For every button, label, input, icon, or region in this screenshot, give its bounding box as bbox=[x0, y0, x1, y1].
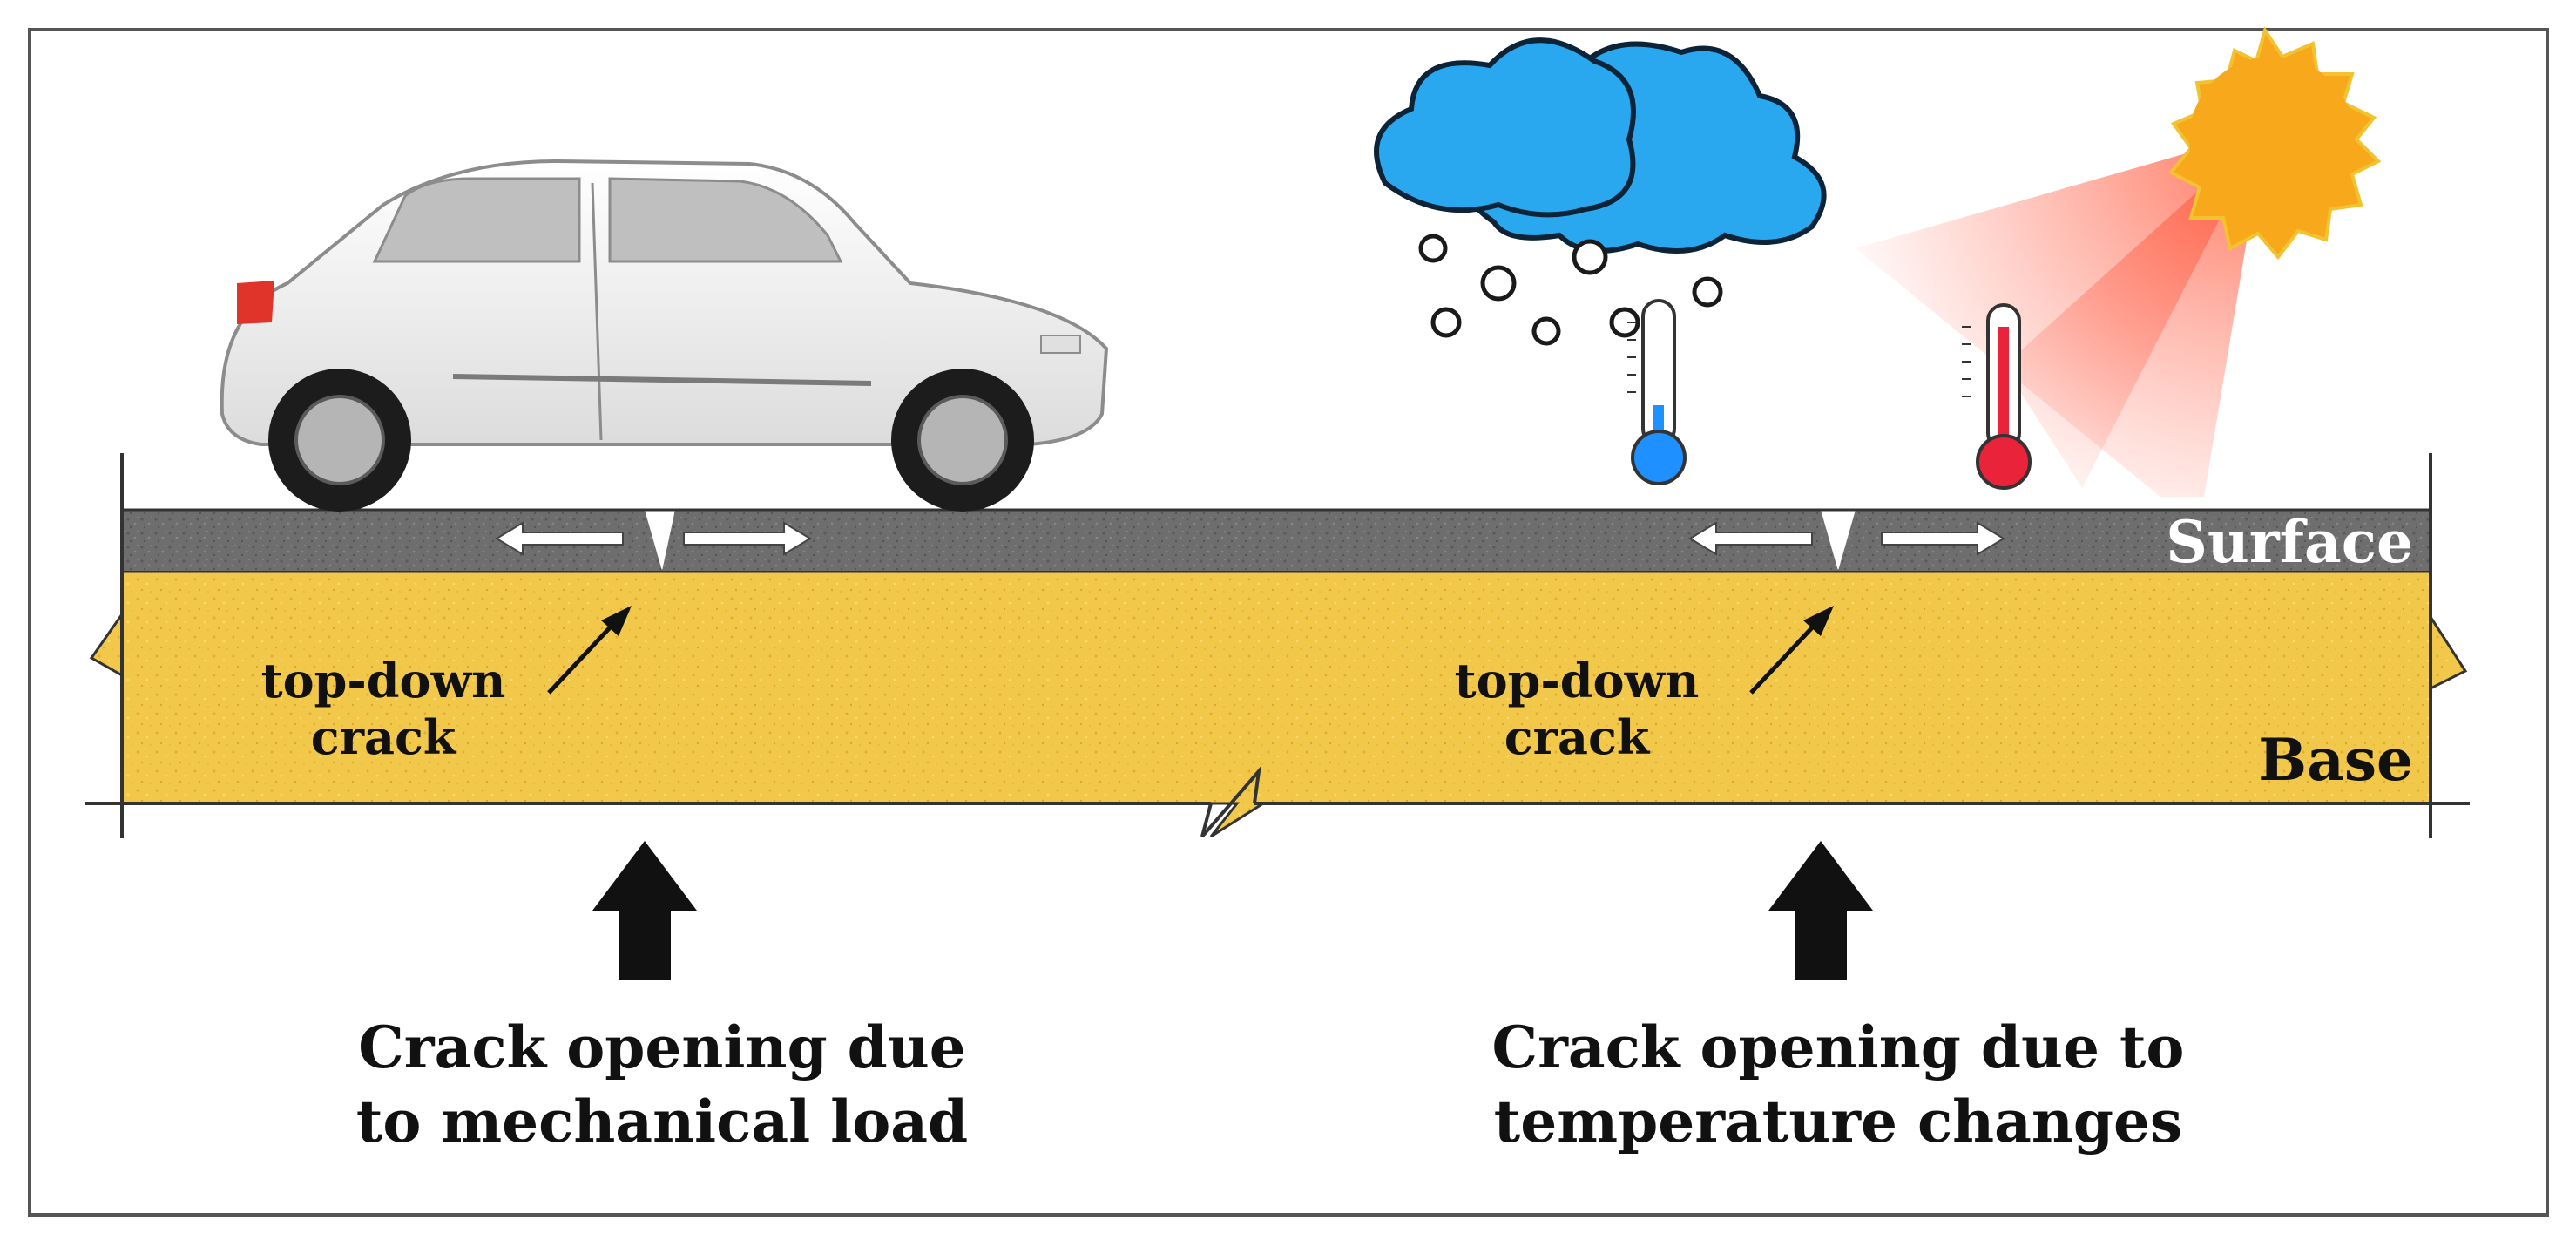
arrow-right-icon bbox=[1881, 521, 2005, 556]
ground-line bbox=[85, 453, 2470, 838]
car-icon bbox=[220, 159, 1109, 512]
right-opening-arrows bbox=[1688, 521, 2005, 556]
surface-layer bbox=[122, 508, 2431, 571]
thermal-caption-line1: Crack opening due to bbox=[1492, 1013, 2185, 1081]
arrow-right-icon bbox=[683, 521, 812, 556]
left-crack-label-line1: top-down bbox=[261, 653, 506, 708]
mechanical-caption-line2: to mechanical load bbox=[356, 1088, 968, 1156]
right-crack-label-line2: crack bbox=[1504, 709, 1651, 765]
sun-icon bbox=[1856, 26, 2382, 497]
base-layer bbox=[89, 569, 2468, 838]
thermometer-hot-icon bbox=[1962, 303, 2032, 490]
right-crack-annotation: top-down crack bbox=[1455, 606, 1834, 765]
surface-label: Surface bbox=[2166, 508, 2413, 576]
up-arrow-icon bbox=[1768, 841, 1873, 980]
cloud-icon bbox=[1374, 37, 1827, 254]
thermometer-cold-icon bbox=[1627, 299, 1687, 485]
right-crack-label-line1: top-down bbox=[1455, 653, 1700, 708]
pointer-arrow-icon bbox=[1749, 621, 1818, 695]
left-opening-arrows bbox=[495, 521, 812, 556]
up-arrow-icon bbox=[592, 841, 697, 980]
thermal-caption-line2: temperature changes bbox=[1494, 1088, 2182, 1156]
mechanical-caption-line1: Crack opening due bbox=[358, 1013, 965, 1081]
arrow-left-icon bbox=[495, 521, 624, 556]
pointer-arrow-icon bbox=[547, 621, 616, 695]
left-crack-annotation: top-down crack bbox=[261, 606, 632, 765]
left-crack-label-line2: crack bbox=[311, 709, 457, 765]
snowflakes-icon bbox=[1418, 234, 1723, 346]
base-label: Base bbox=[2258, 726, 2413, 794]
arrow-left-icon bbox=[1688, 521, 1813, 556]
